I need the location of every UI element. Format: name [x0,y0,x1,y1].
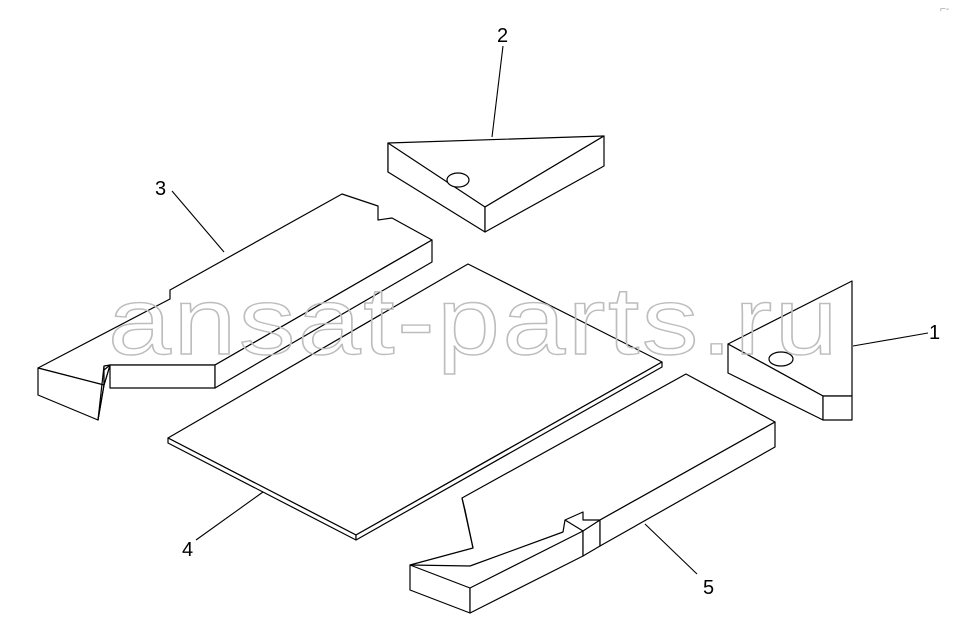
leader-2 [491,45,504,138]
corner-mark: ⌐- [940,4,949,15]
part-4-plate [167,263,663,541]
part-1-hole [768,351,794,367]
callout-3: 3 [155,178,166,200]
callout-1: 1 [929,322,940,344]
part-3-notched-block [37,193,433,421]
watermark-text: ansat-parts.ru [108,268,840,375]
part-2-hole [446,172,470,188]
part-5-notched-block [409,373,776,614]
callout-5: 5 [703,577,714,599]
leader-lines [171,45,929,575]
leader-4 [195,491,264,541]
callout-2: 2 [497,25,508,47]
part-2-triangle-block [387,135,605,233]
leader-1 [852,332,929,347]
leader-5 [644,523,698,575]
callout-4: 4 [182,539,193,561]
leader-3 [171,190,225,253]
part-1-triangle-block [727,280,853,421]
